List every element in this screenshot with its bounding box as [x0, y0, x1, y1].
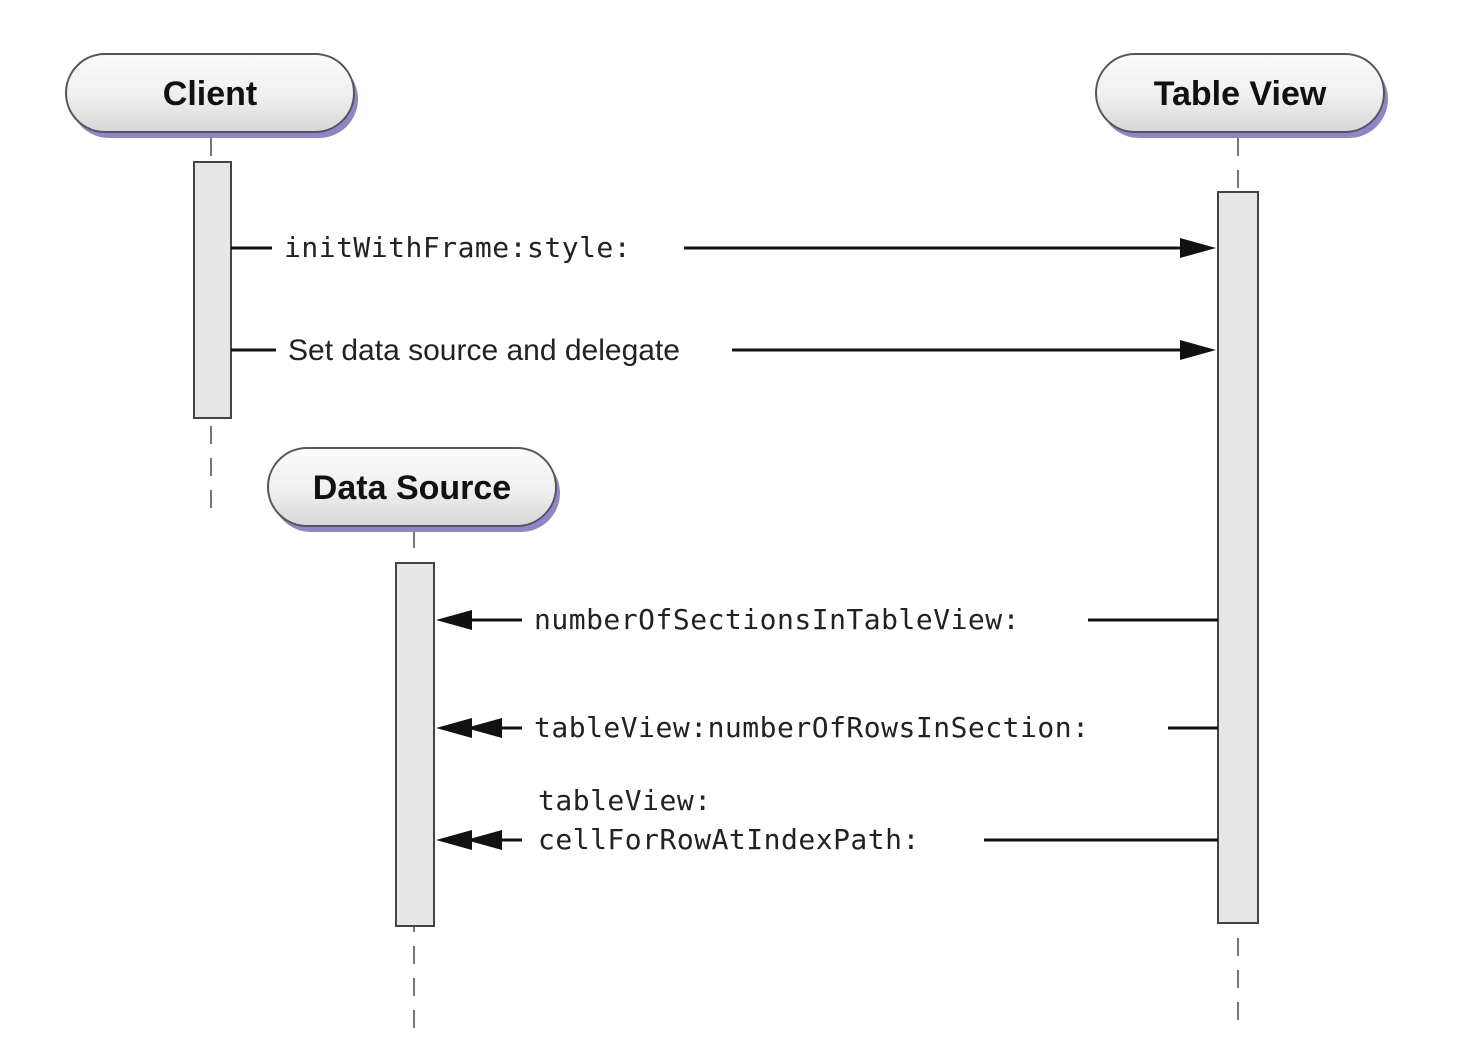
arrowhead-icon	[1180, 238, 1216, 258]
data-source-activation	[395, 562, 435, 927]
message-label: initWithFrame:style:	[284, 231, 631, 264]
double-arrowhead-icon-second	[466, 830, 502, 850]
message-cell-for-row: tableView: cellForRowAtIndexPath:	[436, 784, 1218, 856]
table-view-activation	[1217, 191, 1259, 924]
client-activation	[193, 161, 232, 419]
message-init-with-frame: initWithFrame:style:	[231, 231, 1216, 264]
data-source-label: Data Source	[313, 469, 511, 507]
double-arrowhead-icon-second	[466, 718, 502, 738]
arrowhead-icon	[1180, 340, 1216, 360]
message-label: Set data source and delegate	[288, 334, 680, 367]
double-arrowhead-icon	[436, 718, 472, 738]
message-number-of-rows: tableView:numberOfRowsInSection:	[436, 711, 1218, 744]
client-label: Client	[163, 75, 257, 113]
data-source-actor: Data Source	[267, 447, 560, 532]
table-view-label: Table View	[1154, 75, 1327, 113]
double-arrowhead-icon	[436, 830, 472, 850]
message-label: tableView:numberOfRowsInSection:	[534, 711, 1089, 744]
message-number-of-sections: numberOfSectionsInTableView:	[436, 603, 1218, 636]
table-view-actor: Table View	[1095, 53, 1388, 138]
message-label-line-1: tableView:	[538, 784, 712, 817]
arrowhead-icon	[436, 610, 472, 630]
client-actor: Client	[65, 53, 358, 138]
message-set-data-source: Set data source and delegate	[231, 334, 1216, 367]
message-label-line-2: cellForRowAtIndexPath:	[538, 823, 920, 856]
message-label: numberOfSectionsInTableView:	[534, 603, 1020, 636]
